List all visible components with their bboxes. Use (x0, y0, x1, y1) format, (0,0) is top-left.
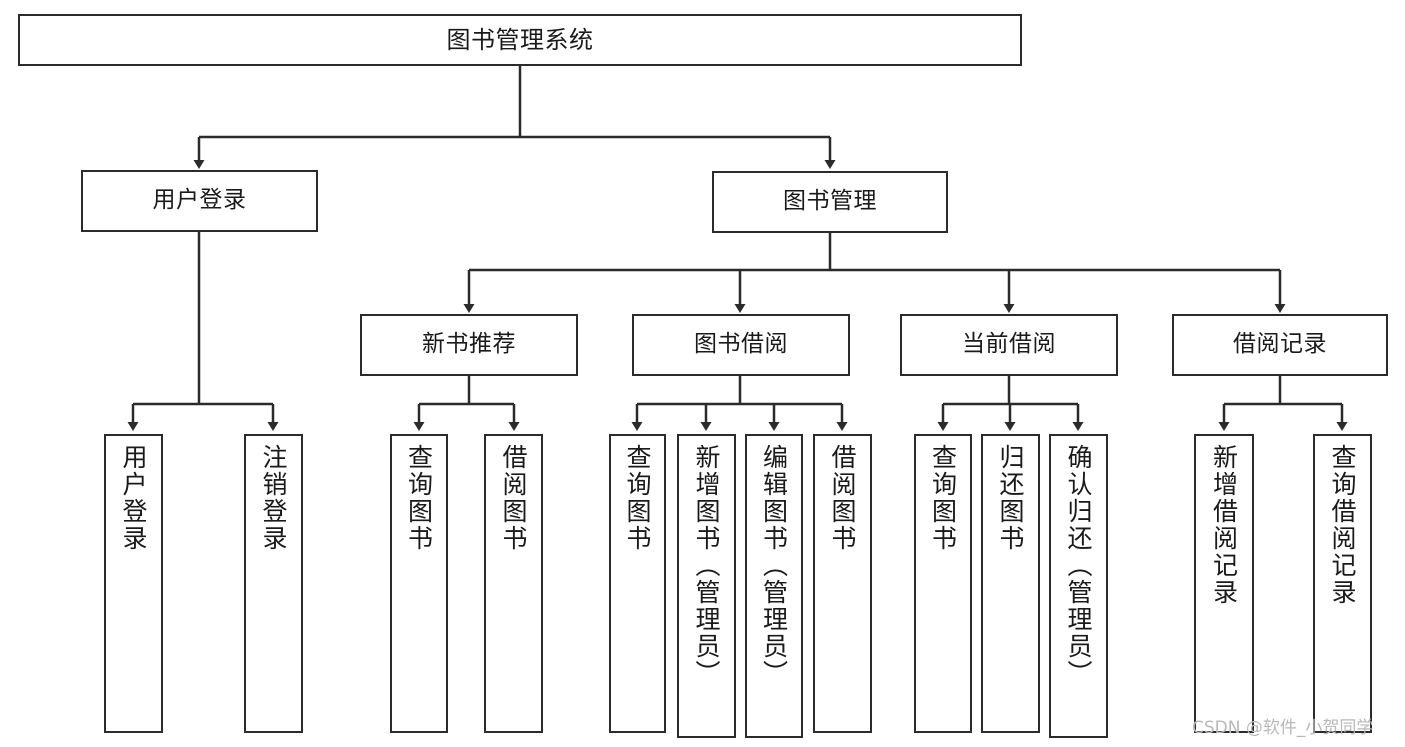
node-user-login-label: 用户登录 (152, 187, 247, 214)
leaf-query-book-1-label: 查询图书 (404, 444, 434, 552)
node-current-borrow[interactable]: 当前借阅 (900, 314, 1118, 376)
node-borrow-record[interactable]: 借阅记录 (1172, 314, 1388, 376)
leaf-query-record-label: 查询借阅记录 (1328, 444, 1357, 606)
watermark: CSDN @软件_小贺同学 (1192, 718, 1374, 738)
leaf-logout-label: 注销登录 (259, 444, 288, 552)
leaf-borrow-book-1-label: 借阅图书 (499, 444, 528, 552)
node-current-borrow-label: 当前借阅 (962, 331, 1056, 358)
node-root-label: 图书管理系统 (446, 25, 594, 54)
leaf-user-login-label: 用户登录 (119, 444, 148, 552)
leaf-confirm-return-label: 确认归还（管理员） (1064, 444, 1093, 687)
node-new-book-rec[interactable]: 新书推荐 (360, 314, 578, 376)
node-book-borrow-label: 图书借阅 (694, 331, 788, 358)
leaf-query-book-2[interactable]: 查询图书 (609, 434, 666, 733)
node-book-borrow[interactable]: 图书借阅 (632, 314, 850, 376)
leaf-borrow-book-2[interactable]: 借阅图书 (813, 434, 872, 733)
leaf-logout[interactable]: 注销登录 (244, 434, 303, 733)
leaf-return-book-label: 归还图书 (996, 444, 1025, 552)
leaf-borrow-book-1[interactable]: 借阅图书 (484, 434, 543, 733)
leaf-query-book-3[interactable]: 查询图书 (914, 434, 972, 733)
leaf-edit-book[interactable]: 编辑图书（管理员） (745, 434, 803, 738)
leaf-query-book-1[interactable]: 查询图书 (390, 434, 448, 733)
leaf-query-book-2-label: 查询图书 (623, 444, 652, 552)
node-borrow-record-label: 借阅记录 (1233, 331, 1327, 358)
leaf-edit-book-label: 编辑图书（管理员） (759, 444, 789, 687)
node-book-manage[interactable]: 图书管理 (712, 171, 948, 233)
leaf-add-book[interactable]: 新增图书（管理员） (677, 434, 736, 738)
node-user-login[interactable]: 用户登录 (81, 170, 318, 232)
leaf-user-login[interactable]: 用户登录 (104, 434, 163, 733)
leaf-add-record[interactable]: 新增借阅记录 (1194, 434, 1254, 733)
leaf-query-book-3-label: 查询图书 (928, 444, 958, 552)
leaf-add-book-label: 新增图书（管理员） (692, 444, 721, 687)
leaf-add-record-label: 新增借阅记录 (1209, 444, 1239, 606)
node-book-manage-label: 图书管理 (783, 188, 877, 215)
leaf-query-record[interactable]: 查询借阅记录 (1313, 434, 1372, 733)
node-root[interactable]: 图书管理系统 (18, 14, 1022, 66)
node-new-book-rec-label: 新书推荐 (422, 331, 516, 358)
leaf-return-book[interactable]: 归还图书 (981, 434, 1040, 733)
leaf-borrow-book-2-label: 借阅图书 (828, 444, 857, 552)
leaf-confirm-return[interactable]: 确认归还（管理员） (1049, 434, 1108, 738)
